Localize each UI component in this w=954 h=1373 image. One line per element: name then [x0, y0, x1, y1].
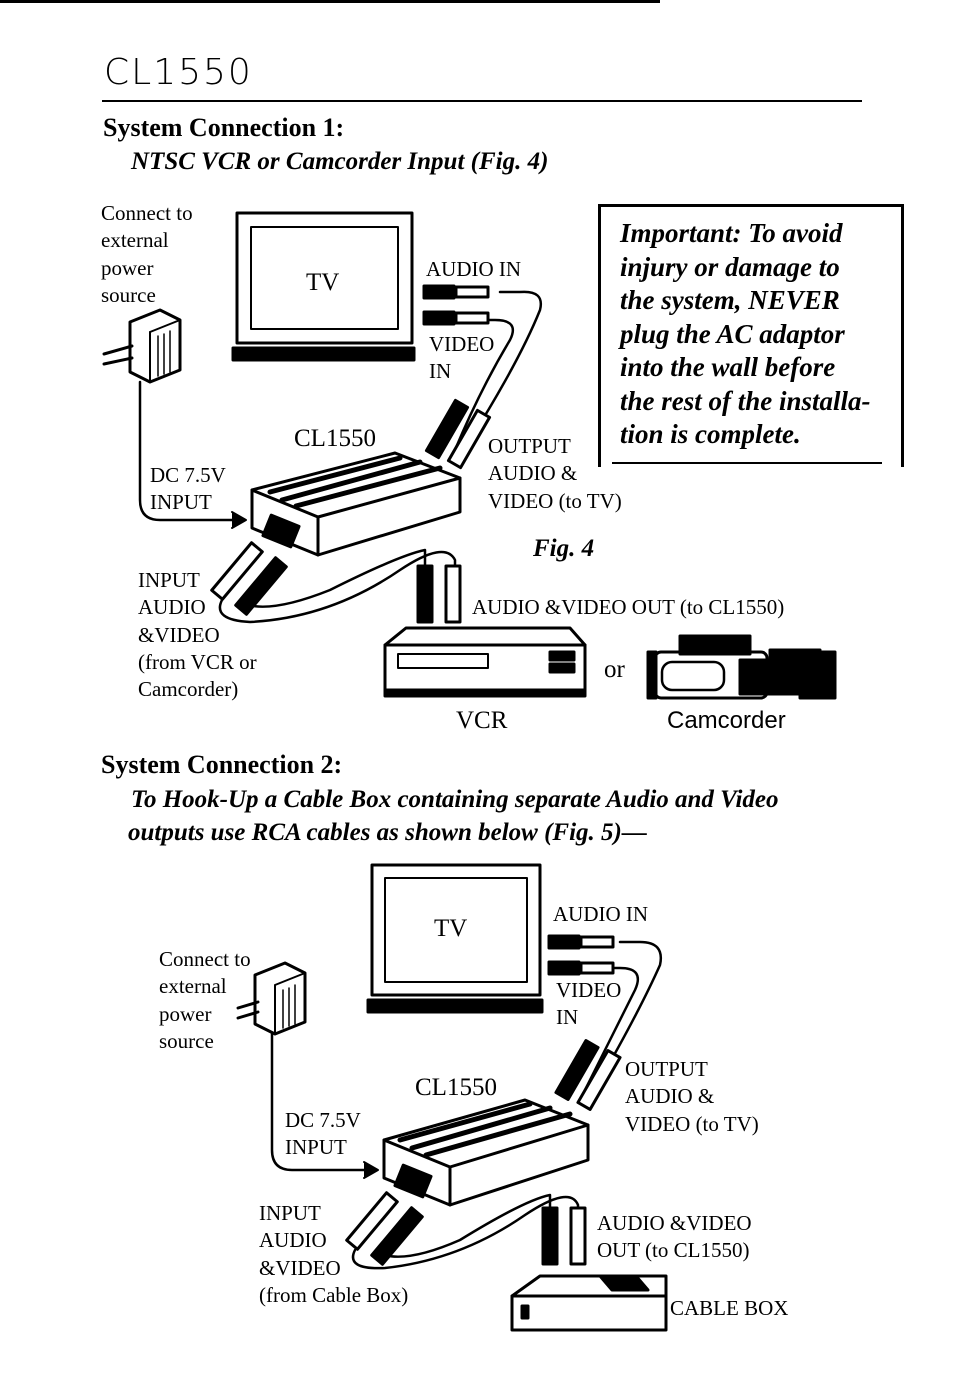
input-cables-1: [210, 541, 462, 624]
figure-4-caption: Fig. 4: [533, 535, 595, 562]
output-cables-2: [547, 934, 663, 1111]
connect-power-label-2: Connect to external power source: [159, 947, 251, 1053]
section1-subtitle: NTSC VCR or Camcorder Input (Fig. 4): [131, 148, 549, 175]
input-av-label-2: INPUT AUDIO &VIDEO (from Cable Box): [259, 1201, 409, 1307]
camcorder-illustration: [646, 634, 837, 700]
video-in-label-1: VIDEO IN: [429, 332, 495, 384]
av-out-label-2: AUDIO &VIDEO OUT (to CL1550): [597, 1211, 752, 1263]
dc-input-label-1: DC 7.5V INPUT: [150, 463, 226, 515]
cl1550-label-1: CL1550: [294, 425, 376, 452]
connect-power-label-1: Connect to external power source: [101, 201, 193, 307]
vcr-label: VCR: [456, 707, 508, 734]
cl1550-box-1: [250, 451, 462, 557]
tv-label-1: TV: [306, 269, 340, 296]
model-header: CL1550: [104, 52, 253, 93]
power-adaptor-1: [102, 308, 247, 529]
top-border-line: [0, 0, 660, 3]
cl1550-box-2: [382, 1098, 590, 1207]
cable-box-label: CABLE BOX: [670, 1296, 789, 1320]
tv-illustration-2: [366, 863, 544, 1014]
section1-title: System Connection 1:: [103, 113, 345, 142]
video-in-label-2: VIDEO IN: [556, 978, 622, 1030]
cable-box-illustration: [510, 1274, 668, 1332]
header-rule: [102, 100, 862, 102]
input-av-label-1: INPUT AUDIO &VIDEO (from VCR or Camcorde…: [138, 568, 257, 702]
tv-label-2: TV: [434, 915, 468, 942]
warning-box-inner: [612, 216, 882, 464]
audio-in-label-2: AUDIO IN: [553, 902, 649, 926]
output-av-label-1: OUTPUT AUDIO & VIDEO (to TV): [488, 434, 622, 513]
section2-title: System Connection 2:: [101, 750, 343, 779]
audio-in-label-1: AUDIO IN: [426, 257, 522, 281]
output-av-label-2: OUTPUT AUDIO & VIDEO (to TV): [625, 1057, 759, 1136]
section2-subtitle-line2: outputs use RCA cables as shown below (F…: [128, 819, 647, 846]
camcorder-label: Camcorder: [667, 707, 786, 734]
vcr-illustration: [383, 626, 587, 698]
dc-input-label-2: DC 7.5V INPUT: [285, 1108, 361, 1160]
warning-text: Important: To avoid injury or damage to …: [620, 218, 871, 449]
output-cables-1: [422, 284, 543, 470]
power-adaptor-2: [236, 961, 379, 1179]
tv-illustration-1: [231, 211, 416, 362]
cl1550-label-2: CL1550: [415, 1074, 497, 1101]
input-cables-2: [345, 1191, 587, 1270]
or-label: or: [604, 656, 625, 683]
section2-subtitle-line1: To Hook-Up a Cable Box containing separa…: [131, 786, 779, 813]
av-out-label-1: AUDIO &VIDEO OUT (to CL1550): [472, 595, 785, 619]
warning-box-frame: [598, 204, 904, 467]
